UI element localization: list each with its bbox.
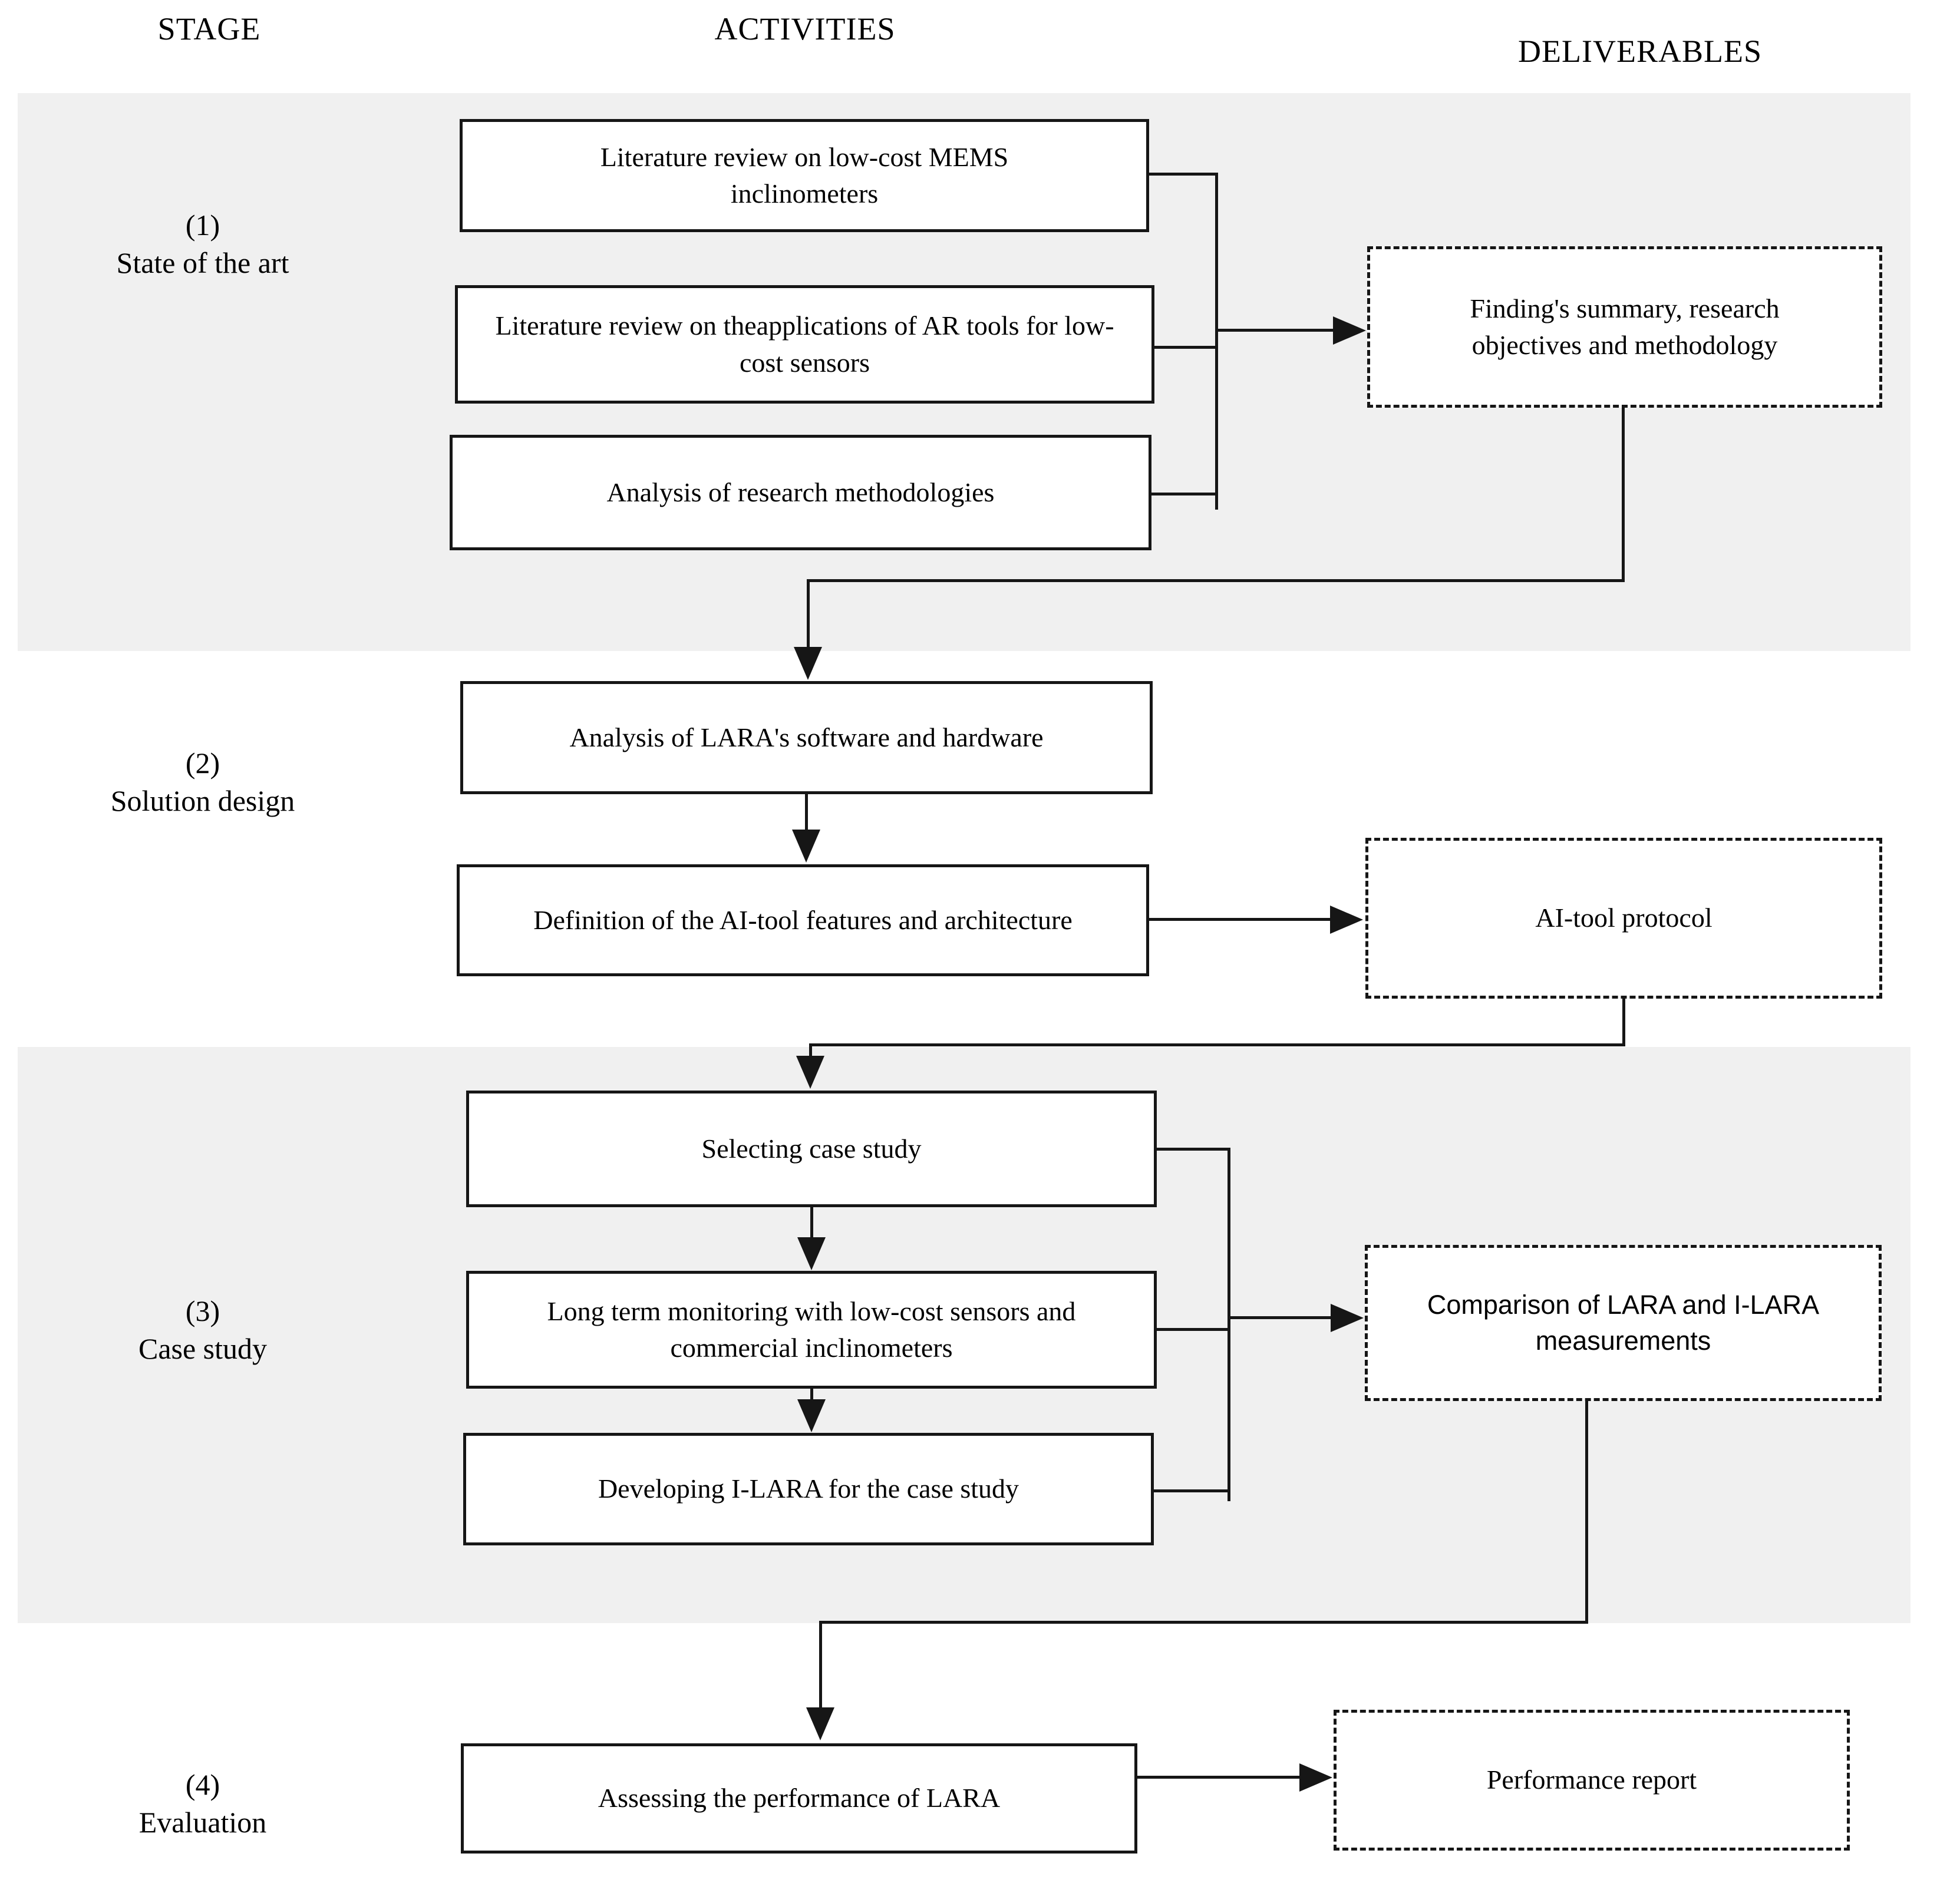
deliverable-comparison-measurements: Comparison of LARA and I-LARA measuremen… bbox=[1365, 1245, 1882, 1401]
activity-label: Selecting case study bbox=[701, 1133, 922, 1164]
deliverable-performance-report: Performance report bbox=[1334, 1710, 1850, 1851]
connector-stub-a8 bbox=[1153, 1489, 1230, 1492]
stage-1-number: (1) bbox=[185, 209, 220, 242]
arrow-shaft-to-a9 bbox=[819, 1621, 822, 1709]
activity-analysis-lara-software-hardware: Analysis of LARA's software and hardware bbox=[460, 681, 1153, 794]
activity-analysis-research-methodologies: Analysis of research methodologies bbox=[450, 435, 1151, 550]
arrowhead-a6-a7 bbox=[797, 1237, 826, 1270]
connector-d1-drop bbox=[1622, 408, 1625, 580]
column-header-stage: STAGE bbox=[157, 11, 261, 47]
connector-junction-stage3 bbox=[1228, 1148, 1230, 1501]
arrow-shaft-to-d3 bbox=[1228, 1316, 1331, 1319]
stage-label-4: (4) Evaluation bbox=[20, 1766, 385, 1841]
arrow-shaft-a7-a8 bbox=[810, 1389, 813, 1400]
connector-stage2-feedback bbox=[809, 1043, 1625, 1046]
connector-stub-a7 bbox=[1156, 1328, 1230, 1331]
arrow-shaft-to-a4 bbox=[807, 579, 810, 648]
activity-definition-ai-tool-features: Definition of the AI-tool features and a… bbox=[457, 864, 1149, 976]
deliverable-label: AI-tool protocol bbox=[1535, 903, 1712, 933]
stage-label-3: (3) Case study bbox=[20, 1292, 385, 1367]
activity-literature-review-mems: Literature review on low-cost MEMS incli… bbox=[460, 119, 1149, 232]
activity-label: Definition of the AI-tool features and a… bbox=[533, 904, 1073, 935]
stage-4-number: (4) bbox=[185, 1768, 220, 1801]
activity-label: Literature review on theapplications of … bbox=[495, 310, 1114, 378]
arrowhead-to-d2 bbox=[1330, 906, 1363, 934]
connector-stub-a3 bbox=[1150, 493, 1218, 495]
arrow-shaft-a6-a7 bbox=[810, 1207, 813, 1238]
arrowhead-to-d3 bbox=[1331, 1304, 1364, 1332]
column-header-deliverables: DELIVERABLES bbox=[1518, 34, 1762, 69]
activity-label: Developing I-LARA for the case study bbox=[598, 1473, 1019, 1504]
stage-2-name: Solution design bbox=[110, 784, 295, 817]
arrow-shaft-to-d4 bbox=[1137, 1776, 1299, 1779]
stage-4-name: Evaluation bbox=[138, 1806, 267, 1839]
deliverable-findings-summary: Finding's summary, research objectives a… bbox=[1367, 246, 1882, 408]
activity-label: Long term monitoring with low-cost senso… bbox=[547, 1296, 1076, 1363]
arrowhead-to-d4 bbox=[1299, 1763, 1332, 1792]
deliverable-label: Performance report bbox=[1486, 1765, 1697, 1795]
connector-d2-drop bbox=[1622, 999, 1625, 1046]
connector-d3-drop bbox=[1585, 1401, 1588, 1623]
arrowhead-a4-a5 bbox=[792, 830, 820, 863]
connector-stub-a1 bbox=[1148, 173, 1218, 176]
column-header-activities: ACTIVITIES bbox=[714, 11, 896, 47]
connector-junction-stage1 bbox=[1215, 173, 1218, 510]
activity-label: Analysis of research methodologies bbox=[606, 477, 995, 507]
stage-label-1: (1) State of the art bbox=[20, 206, 385, 282]
activity-label: Analysis of LARA's software and hardware bbox=[569, 722, 1044, 752]
connector-stage3-feedback bbox=[819, 1621, 1588, 1624]
connector-stub-a2 bbox=[1153, 346, 1218, 349]
activity-assessing-performance-lara: Assessing the performance of LARA bbox=[461, 1743, 1137, 1854]
arrow-shaft-to-d1 bbox=[1215, 329, 1333, 332]
arrowhead-to-a4 bbox=[794, 647, 822, 680]
arrow-shaft-to-d2 bbox=[1149, 918, 1330, 921]
stage-1-name: State of the art bbox=[116, 246, 289, 279]
arrowhead-to-a6 bbox=[796, 1056, 824, 1089]
activity-label: Assessing the performance of LARA bbox=[598, 1783, 1001, 1813]
deliverable-label: Comparison of LARA and I-LARA measuremen… bbox=[1427, 1289, 1820, 1356]
activity-label: Literature review on low-cost MEMS incli… bbox=[600, 141, 1009, 209]
stage-label-2: (2) Solution design bbox=[20, 744, 385, 820]
activity-literature-review-ar-tools: Literature review on theapplications of … bbox=[455, 285, 1154, 404]
arrowhead-to-a9 bbox=[806, 1707, 834, 1740]
connector-stage1-feedback bbox=[807, 579, 1625, 582]
stage-3-number: (3) bbox=[185, 1294, 220, 1327]
arrowhead-to-d1 bbox=[1333, 316, 1366, 345]
activity-selecting-case-study: Selecting case study bbox=[466, 1091, 1157, 1207]
arrow-shaft-to-a6 bbox=[809, 1043, 812, 1058]
deliverable-ai-tool-protocol: AI-tool protocol bbox=[1365, 838, 1882, 999]
deliverable-label: Finding's summary, research objectives a… bbox=[1470, 293, 1780, 360]
arrow-shaft-a4-a5 bbox=[805, 794, 808, 831]
activity-developing-i-lara: Developing I-LARA for the case study bbox=[463, 1433, 1154, 1545]
stage-2-number: (2) bbox=[185, 746, 220, 779]
stage-3-name: Case study bbox=[138, 1332, 268, 1365]
arrowhead-a7-a8 bbox=[797, 1399, 826, 1432]
activity-long-term-monitoring: Long term monitoring with low-cost senso… bbox=[466, 1271, 1157, 1389]
connector-stub-a6 bbox=[1156, 1148, 1230, 1151]
